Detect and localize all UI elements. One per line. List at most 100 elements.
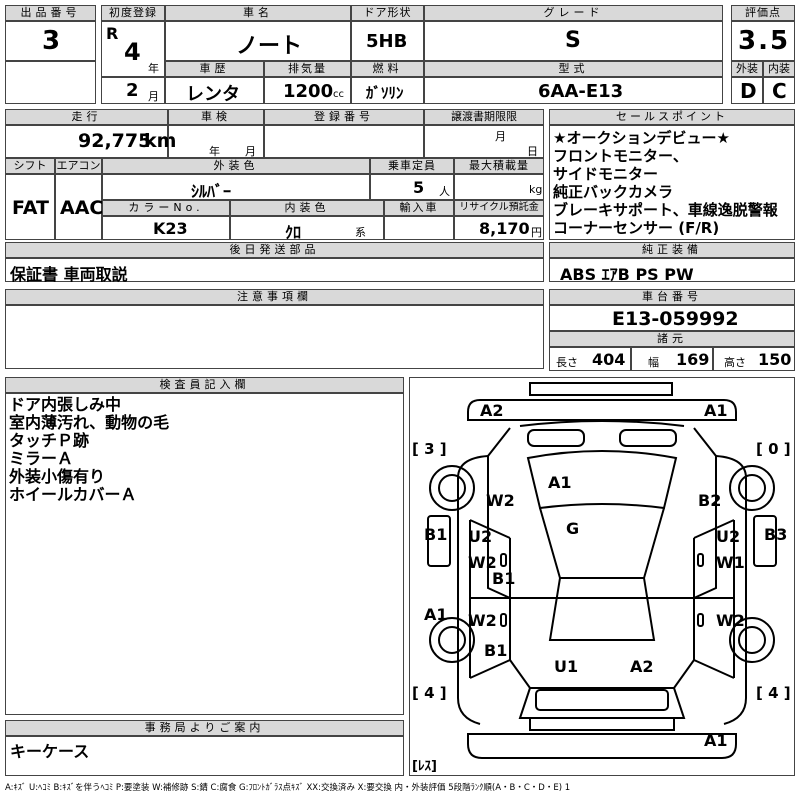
- max-load-cell: kg: [454, 174, 544, 200]
- sales-points-box: ★オークションデビュー★ フロントモニター、 サイドモニター 純正バックカメラ …: [549, 125, 795, 240]
- inspector-notes: ドア内張しみ中 室内薄汚れ、動物の毛 タッチＰ跡 ミラーＡ 外装小傷有り ホイー…: [9, 396, 169, 504]
- inspector-note: ホイールカバーＡ: [9, 485, 137, 504]
- ext-color: ｼﾙﾊﾞｰ: [191, 182, 232, 201]
- score-header: 評価点: [731, 5, 795, 21]
- aircon-cell: AAC: [55, 174, 104, 240]
- mark-front-bumper-r: A1: [704, 401, 728, 420]
- interior-grade-cell: C: [763, 77, 795, 104]
- deadline-cell: 月 日: [424, 125, 544, 158]
- sales-points-header: セールスポイント: [549, 109, 795, 125]
- sales-point-item: コーナーセンサー (F/R): [553, 219, 720, 237]
- mark-door-fl-u: U2: [468, 527, 492, 546]
- fuel-cell: ｶﾞｿﾘﾝ: [351, 77, 424, 104]
- history-header: 車歴: [165, 61, 264, 77]
- front-bumper-shape: [529, 382, 673, 396]
- height-label: 高さ: [724, 356, 746, 369]
- interior-grade: C: [772, 79, 787, 103]
- mark-sill-l-front: B1: [424, 525, 447, 544]
- score-cell: 3.5: [731, 21, 795, 61]
- width: 169: [676, 350, 710, 369]
- recycle-header: リサイクル預託金: [454, 200, 544, 216]
- height-cell: 高さ 150: [713, 347, 795, 371]
- grade-cell: S: [424, 21, 723, 61]
- mark-rear-bumper: A1: [704, 731, 728, 750]
- mark-door-fl-b: B1: [492, 569, 515, 588]
- mark-door-fr-w: W1: [716, 553, 745, 572]
- aircon: AAC: [60, 197, 104, 219]
- lot-no-blank: [5, 61, 96, 104]
- mark-sill-l-rear: A1: [424, 605, 448, 624]
- mark-trunk-a: A2: [630, 657, 654, 676]
- inspection-cell: 年 月: [168, 125, 264, 158]
- displacement-header: 排気量: [264, 61, 351, 77]
- deadline-header: 譲渡書期限限: [424, 109, 544, 125]
- month-unit: 月: [148, 90, 159, 103]
- displacement: 1200: [283, 81, 334, 102]
- int-color-unit: 系: [355, 226, 366, 239]
- shift-header: シフト: [5, 158, 55, 174]
- door-cell: 5HB: [351, 21, 424, 61]
- shift: FAT: [12, 197, 49, 219]
- import-header: 輸入車: [384, 200, 454, 216]
- genuine-cell: ABS ｴｱB PS PW: [549, 258, 795, 284]
- length: 404: [592, 350, 626, 369]
- tire-rr-label: [ 4 ]: [756, 684, 791, 702]
- first-reg-year-cell: R 4 年: [101, 21, 165, 77]
- yen-unit: 円: [531, 226, 542, 239]
- sales-point-item: サイドモニター: [553, 165, 659, 183]
- mark-roof: G: [566, 519, 579, 538]
- reg-no-header: 登録番号: [264, 109, 424, 125]
- color-no-cell: K23: [102, 216, 230, 240]
- score: 3.5: [738, 26, 791, 56]
- model-code-header: 型式: [424, 61, 723, 77]
- office-note: キーケース: [10, 742, 90, 761]
- chassis-no: E13-059992: [612, 308, 739, 330]
- insp-year-unit: 年: [209, 145, 220, 158]
- cc-unit: cc: [333, 89, 344, 100]
- deadline-month-unit: 月: [495, 130, 506, 143]
- max-load-header: 最大積載量: [454, 158, 544, 174]
- inspector-header: 検査員記入欄: [5, 377, 404, 393]
- sales-points-list: ★オークションデビュー★ フロントモニター、 サイドモニター 純正バックカメラ …: [553, 129, 778, 237]
- genuine-header: 純正装備: [549, 242, 795, 258]
- caution-header: 注意事項欄: [5, 289, 544, 305]
- inspector-note: 外装小傷有り: [9, 467, 106, 486]
- mark-trunk-u: U1: [554, 657, 578, 676]
- import-cell: [384, 216, 454, 240]
- chassis-header: 車台番号: [549, 289, 795, 305]
- sales-point-item: 純正バックカメラ: [553, 183, 674, 201]
- aircon-header: エアコン: [55, 158, 102, 174]
- grade-header: グレード: [424, 5, 723, 21]
- office-header: 事務局よりご案内: [5, 720, 404, 736]
- inspector-note: ミラーＡ: [9, 449, 74, 468]
- year-unit: 年: [148, 62, 159, 75]
- grade: S: [565, 28, 581, 53]
- color-no: K23: [153, 219, 188, 238]
- mark-front-bumper-l: A2: [480, 401, 504, 420]
- damage-diagram-box: A2 A1 A1 W2 B2 G B1 B3 U2 W2 B1 U2 W1 A1…: [409, 377, 795, 776]
- exterior-grade-cell: D: [731, 77, 763, 104]
- front-body-shape: [467, 399, 737, 421]
- car-diagram: A2 A1 A1 W2 B2 G B1 B3 U2 W2 B1 U2 W1 A1…: [412, 382, 791, 774]
- color-no-header: カラーNo.: [102, 200, 230, 216]
- history-cell: レンタ: [165, 77, 264, 105]
- length-cell: 長さ 404: [549, 347, 631, 371]
- mark-quarter-l: B1: [484, 641, 507, 660]
- mark-sill-r-front: B3: [764, 525, 787, 544]
- int-color-cell: ｸﾛ 系: [230, 216, 384, 242]
- capacity-header: 乗車定員: [370, 158, 454, 174]
- height: 150: [758, 350, 792, 369]
- mark-door-fr-u: U2: [716, 527, 740, 546]
- reg-year: 4: [124, 38, 141, 66]
- int-color-header: 内装色: [230, 200, 384, 216]
- spare-label: [ﾚｽ]: [412, 759, 437, 774]
- door-header: ドア形状: [351, 5, 424, 21]
- shift-cell: FAT: [5, 174, 55, 240]
- ext-color-cell: ｼﾙﾊﾞｰ: [102, 174, 370, 201]
- model-code: 6AA-E13: [538, 81, 624, 102]
- width-cell: 幅 169: [631, 347, 713, 371]
- inspector-note: タッチＰ跡: [9, 431, 90, 450]
- sales-point-item: フロントモニター、: [553, 147, 688, 165]
- car-name: ノート: [236, 34, 303, 59]
- load-unit: kg: [529, 183, 543, 196]
